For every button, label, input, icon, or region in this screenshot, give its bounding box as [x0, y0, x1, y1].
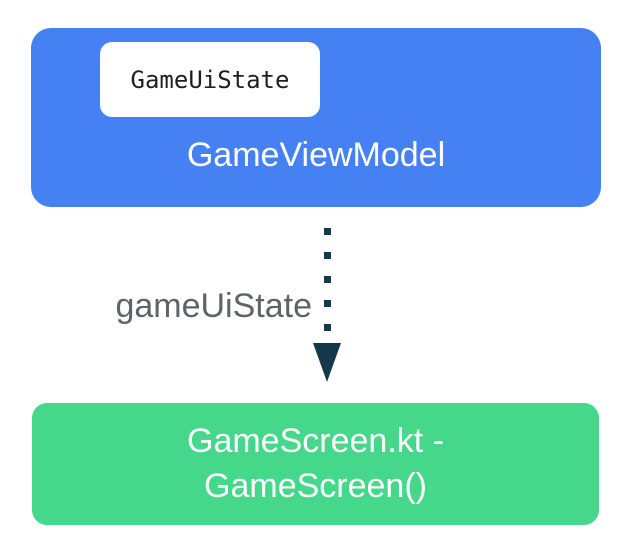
arrowhead-down-icon	[313, 343, 341, 382]
dotted-arrow-line	[324, 228, 331, 331]
viewmodel-label: GameViewModel	[186, 136, 446, 174]
viewmodel-box: GameUiState GameViewModel	[31, 28, 601, 207]
gameuistate-chip: GameUiState	[100, 42, 320, 117]
arrow-dot	[324, 324, 331, 331]
arrow-dot	[324, 300, 331, 307]
arrow-dot	[324, 276, 331, 283]
gamescreen-label-line2: GameScreen()	[204, 467, 427, 505]
edge-label: gameUiState	[115, 287, 312, 325]
gamescreen-label-line1: GameScreen.kt -	[187, 422, 444, 460]
gamescreen-box: GameScreen.kt - GameScreen()	[32, 403, 599, 525]
gameuistate-chip-label: GameUiState	[130, 65, 290, 94]
arrow-dot	[324, 228, 331, 235]
arrow-dot	[324, 252, 331, 259]
